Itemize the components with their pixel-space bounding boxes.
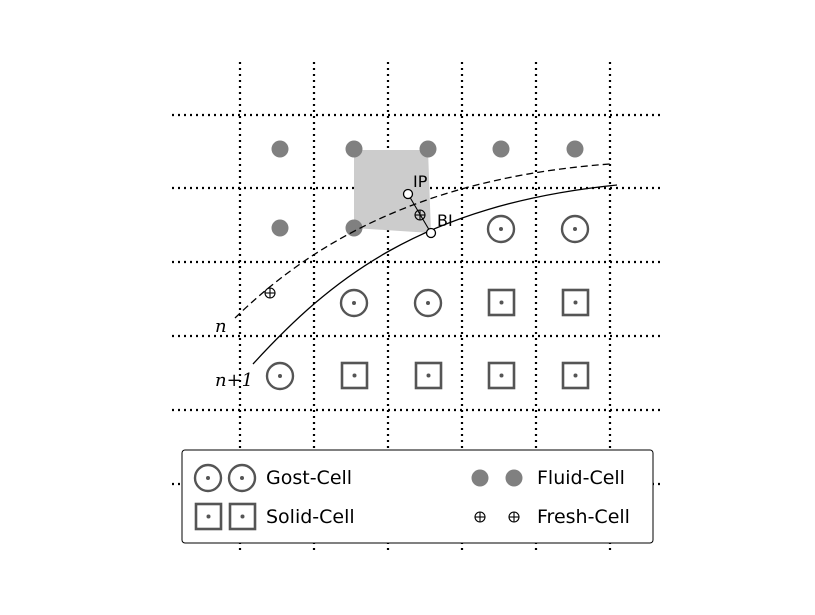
solid-cell xyxy=(487,361,516,390)
legend-solid-label: Solid-Cell xyxy=(266,506,355,528)
legend-solid-symbols xyxy=(194,502,257,531)
image-point-marker xyxy=(402,188,414,200)
interface-label-n: n xyxy=(215,316,227,337)
probe-line xyxy=(407,193,432,234)
legend-fresh-symbols xyxy=(474,511,520,523)
boundary-intercept-label: BI xyxy=(437,211,453,230)
solid-cell xyxy=(561,361,590,390)
solid-cell xyxy=(340,361,369,390)
fluid-cell xyxy=(271,140,289,158)
legend-box xyxy=(181,449,654,544)
solid-cell xyxy=(487,288,516,317)
fluid-cell xyxy=(492,140,510,158)
image-point-label: IP xyxy=(413,172,428,191)
interface-curve-n-plus-1 xyxy=(252,184,618,365)
solid-cell xyxy=(561,288,590,317)
fluid-cells xyxy=(271,140,584,237)
ghost-cell xyxy=(413,288,443,318)
legend-ghost-symbols xyxy=(193,463,257,493)
ghost-cell xyxy=(486,214,516,244)
legend-fresh-label: Fresh-Cell xyxy=(537,506,630,528)
ghost-cell xyxy=(265,361,295,391)
fluid-cell xyxy=(419,140,437,158)
interface-label-n-plus-1: n+1 xyxy=(215,370,253,391)
ghost-cell xyxy=(560,214,590,244)
fluid-cell xyxy=(271,219,289,237)
legend: Gost-Cell Solid-Cell Fluid-Cell Fresh-Ce… xyxy=(181,449,654,544)
fluid-cell xyxy=(345,140,363,158)
legend-fluid-symbols xyxy=(471,469,523,487)
fresh-cell xyxy=(264,287,276,299)
boundary-intercept-marker xyxy=(425,227,437,239)
interface-curve-n xyxy=(234,163,611,319)
legend-fluid-label: Fluid-Cell xyxy=(537,467,625,489)
ghost-cell xyxy=(339,288,369,318)
fluid-cell xyxy=(566,140,584,158)
interpolation-stencil xyxy=(354,150,431,233)
ghost-cells xyxy=(265,214,590,391)
solid-cells xyxy=(340,288,590,390)
fluid-cell xyxy=(345,219,363,237)
solid-cell xyxy=(414,361,443,390)
legend-ghost-label: Gost-Cell xyxy=(266,467,352,489)
